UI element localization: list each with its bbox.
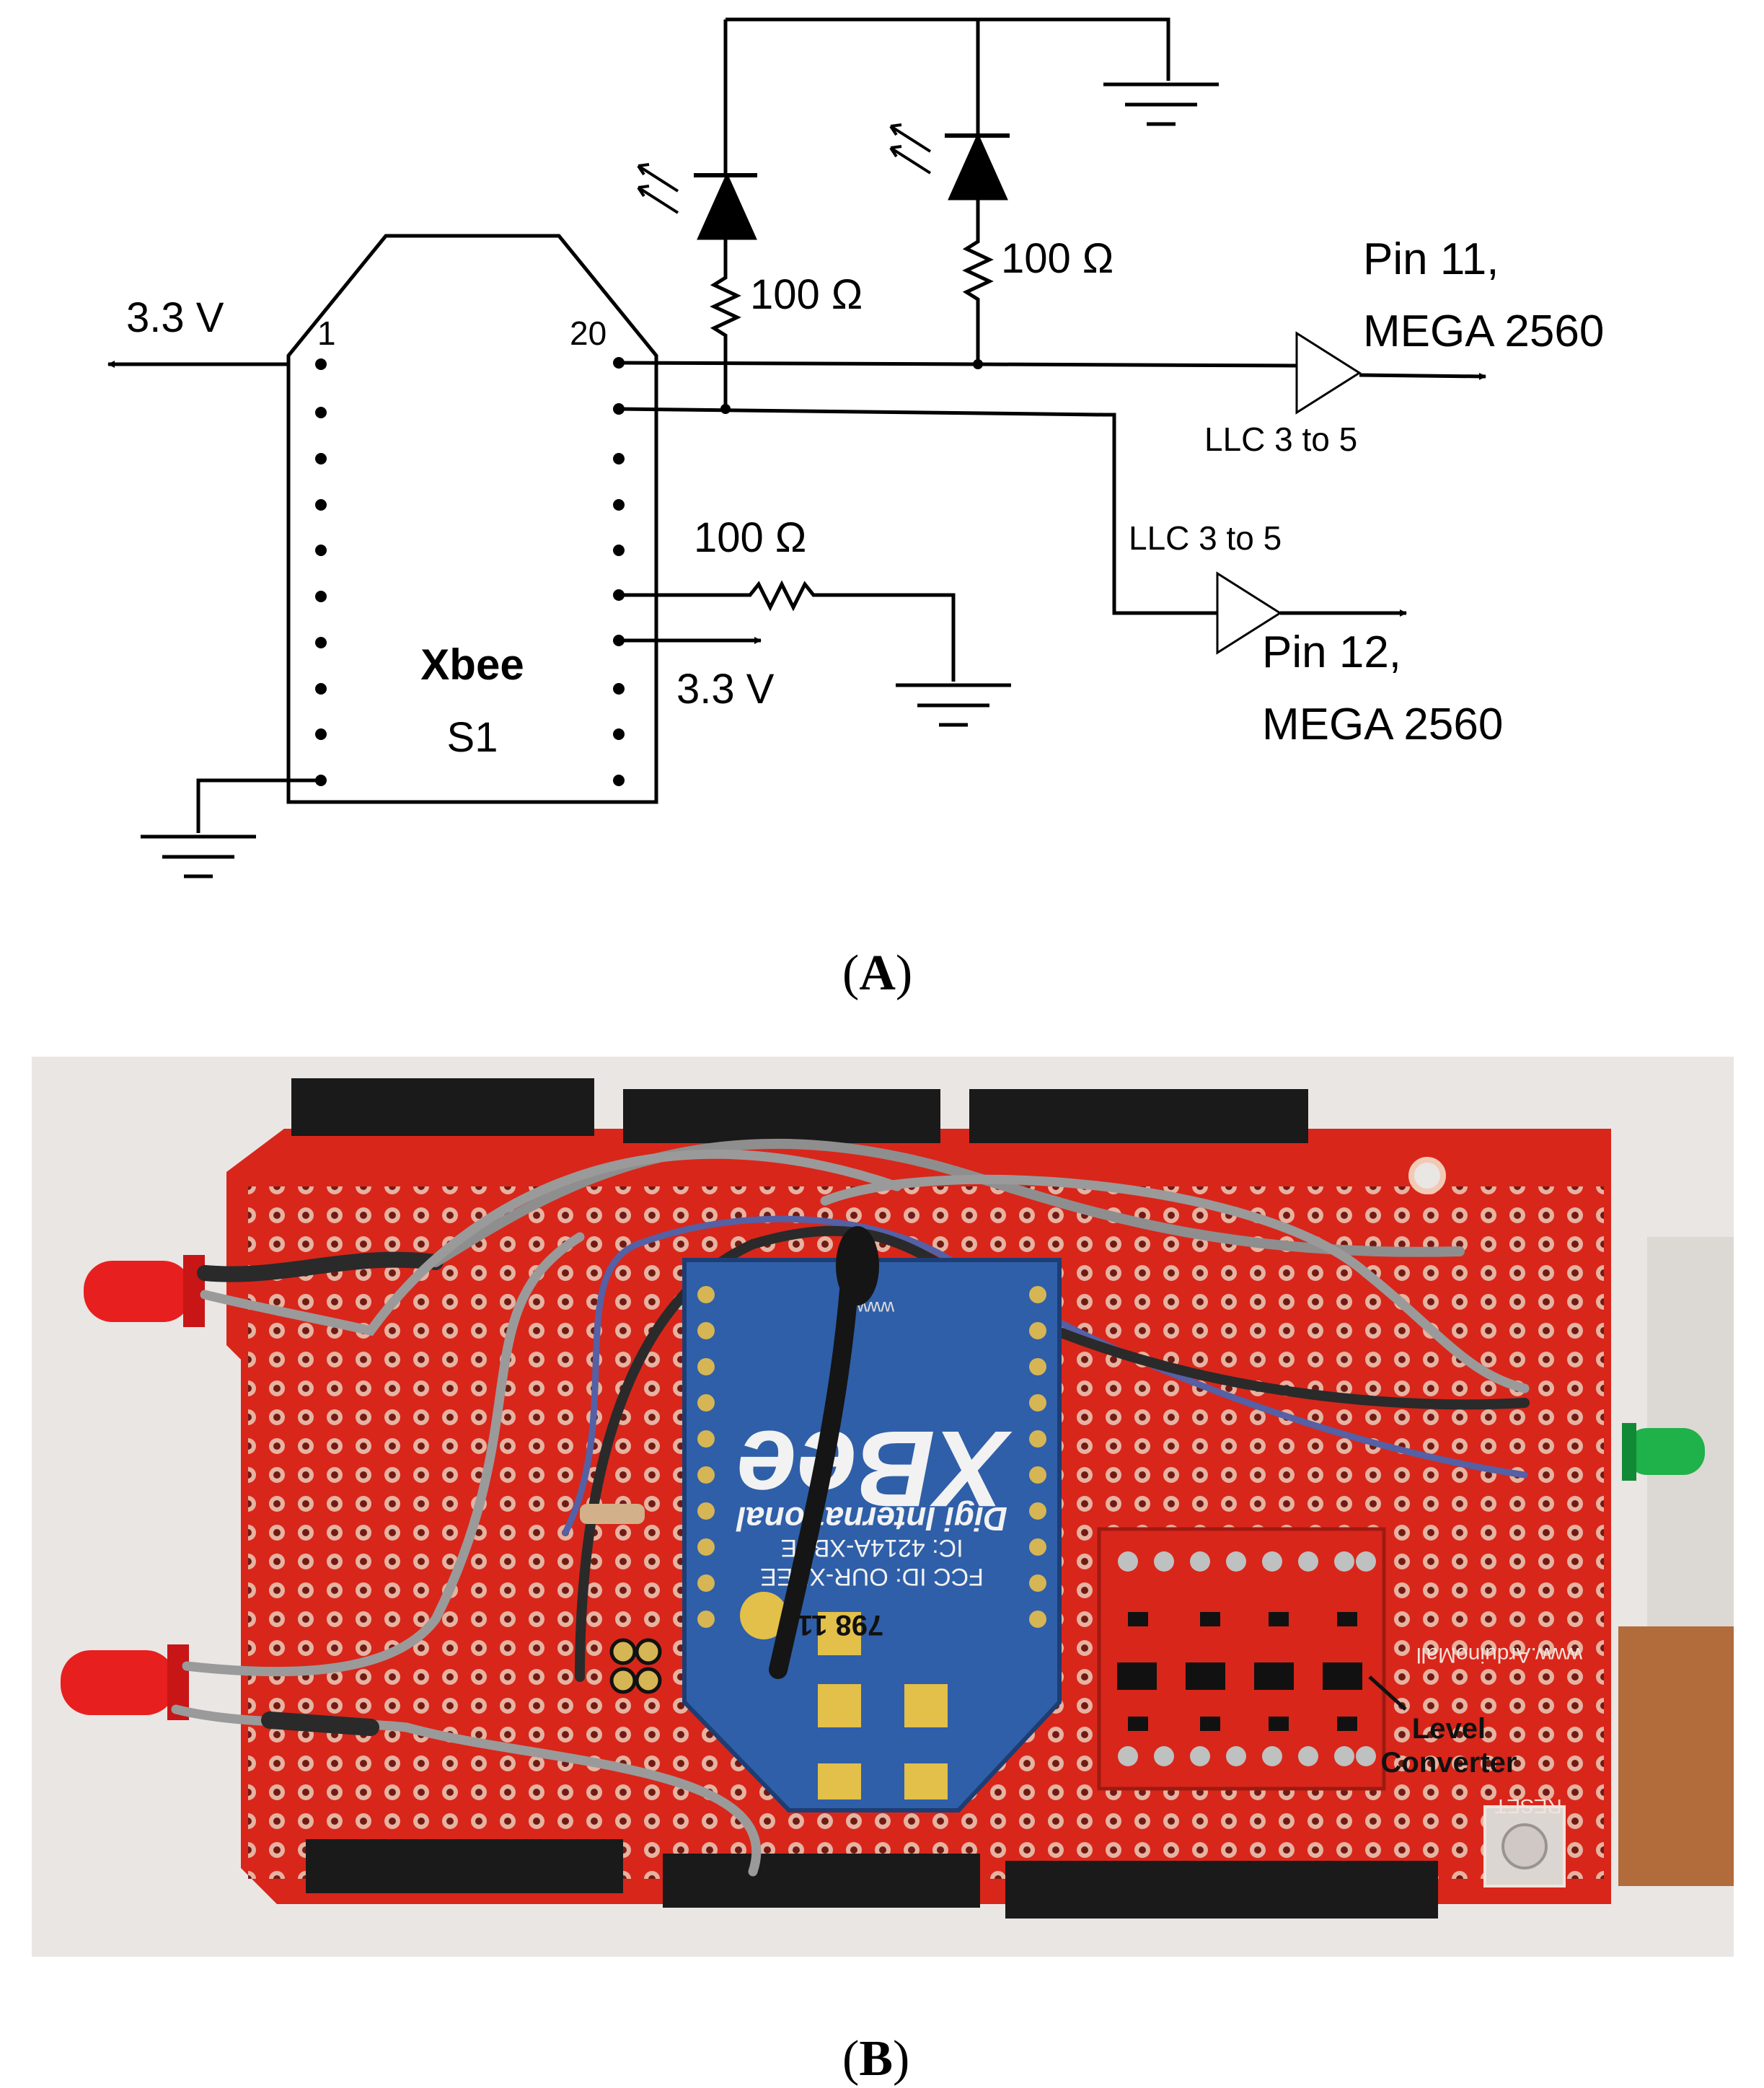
panel-label-b: (B) [842,2031,910,2087]
module-model: S1 [447,714,498,761]
supply-right-label: 3.3 V [676,666,775,713]
wiring [171,1139,1530,1877]
top-ground-wire [723,17,1170,177]
level-converter-label-1: Level [1412,1713,1486,1745]
module-name: Xbee [420,640,524,689]
ground-symbol-right [896,683,1011,727]
level-converter-label-2: Converter [1381,1747,1517,1779]
xbee-module-outline [286,234,658,804]
llc-upper-label: LLC 3 to 5 [1204,420,1357,458]
resistor-ground-label: 100 Ω [694,514,806,561]
led-1 [637,163,757,260]
output-lower-line2: MEGA 2560 [1262,700,1503,749]
resistor-led-2 [962,224,994,364]
led-2 [889,123,1010,224]
reset-label: RESET [1494,1795,1561,1818]
output-lower-line1: Pin 12, [1262,627,1401,677]
resistor-ground [619,580,956,682]
hardware-photo: XBee Digi International www. FCC ID: OUR… [32,1057,1734,1957]
small-components [580,1504,662,1694]
left-pin-header [315,358,327,786]
mounting-hole [1408,1157,1446,1194]
board-url-text: www.ArduinoMall [1416,1643,1583,1667]
right-pin-header [613,357,625,786]
xbee-wire-antenna [769,1264,860,1679]
pin-1-label: 1 [317,314,336,352]
top-headers [291,1078,1308,1143]
pin-20-label: 20 [570,314,607,352]
ground-symbol-left [141,834,256,878]
buffer-upper [1295,331,1362,415]
wire-pin19 [618,407,1217,615]
panel-label-a: (A) [842,946,913,1001]
xbee-company-text: Digi International [736,1500,1007,1538]
xbee-antenna-pad [740,1592,788,1639]
output-upper-line2: MEGA 2560 [1363,307,1604,356]
resistor-led-1-label: 100 Ω [750,271,863,318]
output-arrow-upper [1359,372,1486,380]
llc-lower-label: LLC 3 to 5 [1129,519,1282,557]
resistor-led-1 [710,260,741,408]
reset-button [1483,1805,1566,1887]
resistor-led-2-label: 100 Ω [1001,235,1113,282]
ground-wire-left [196,778,321,833]
ground-symbol-top [1103,82,1219,126]
level-converter-board [1097,1527,1386,1791]
output-upper-line1: Pin 11, [1363,234,1499,284]
wire-pin20 [618,361,1297,368]
xbee-brand-text: XBee [736,1409,1012,1530]
supply-left-label: 3.3 V [126,294,224,341]
bottom-headers [306,1839,1438,1919]
level-converter-pointer [1368,1675,1407,1711]
green-led [1622,1423,1705,1481]
buffer-lower [1216,571,1282,655]
red-led-bottom [61,1644,189,1720]
schematic-diagram: Xbee S1 1 20 3.3 V 3.3 V 100 Ω 100 Ω 100… [107,17,1604,878]
red-led-top [84,1255,205,1327]
